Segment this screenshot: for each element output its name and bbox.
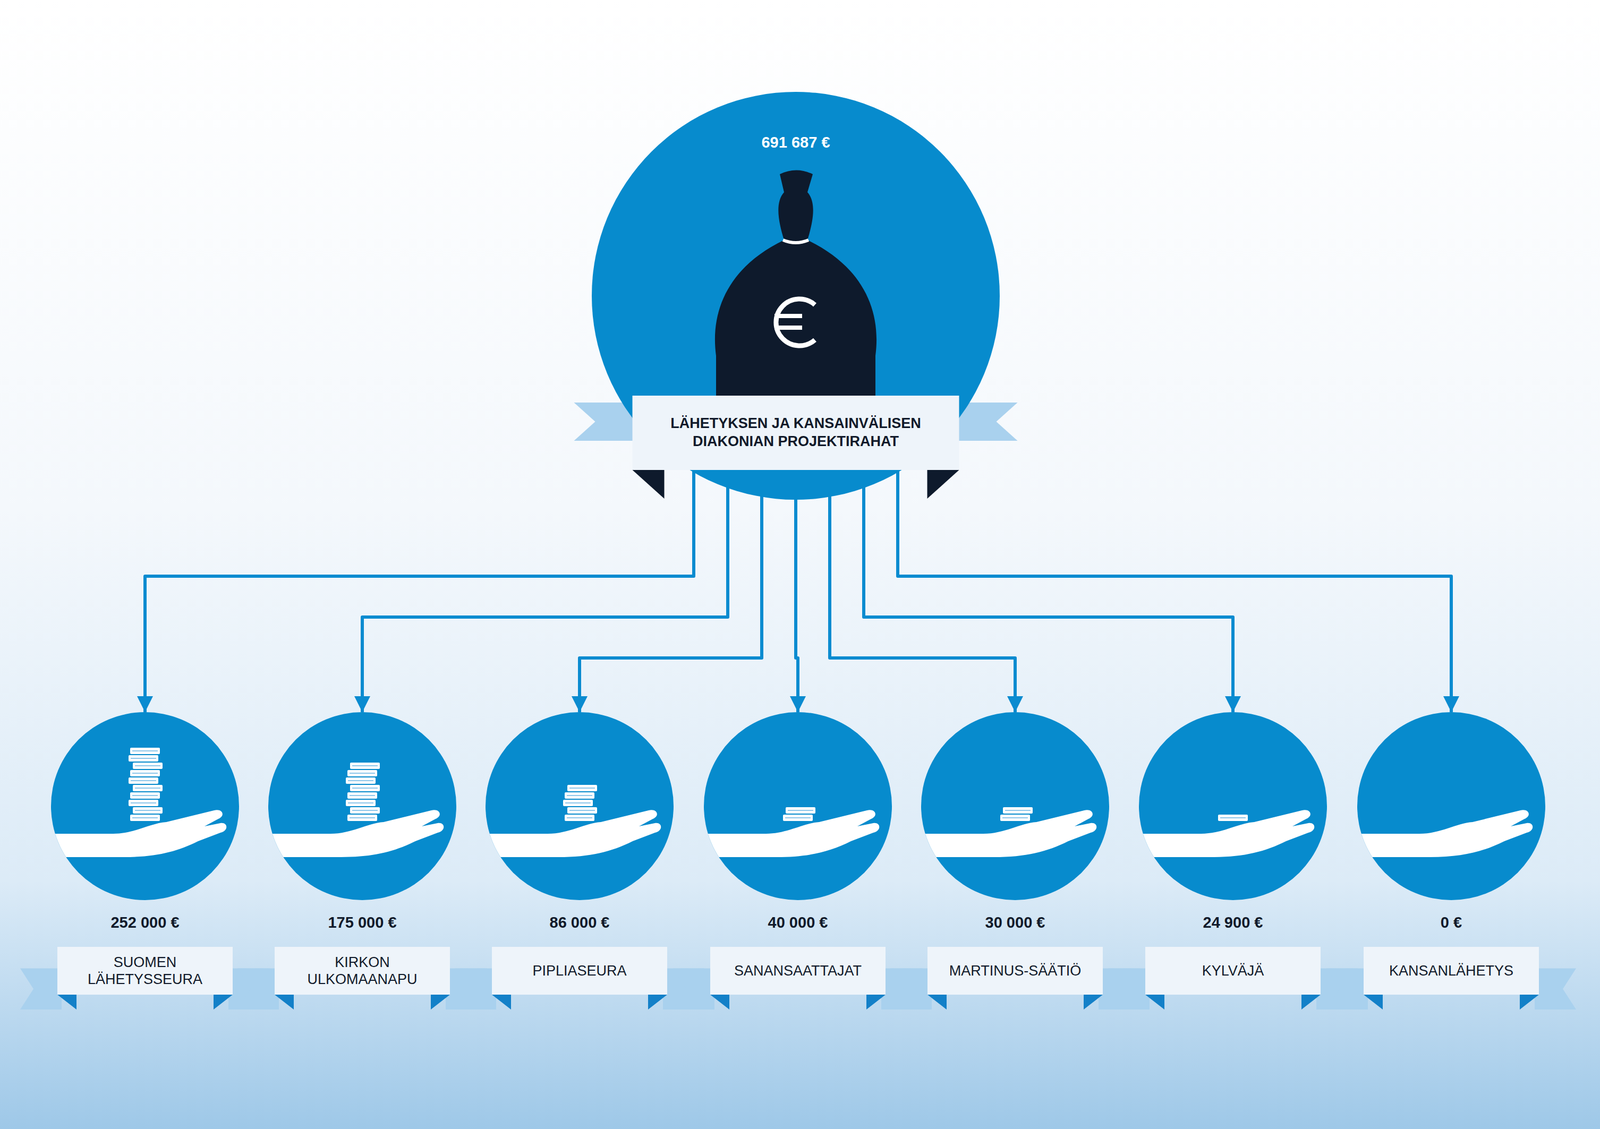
hand [1169,810,1315,858]
hand [515,810,661,858]
banner-text: KIRKON ULKOMAANAPU [290,954,434,989]
circle [268,712,457,901]
sleeve [256,833,302,858]
coin-stack [345,762,380,822]
name-banner: SUOMEN LÄHETYSSEURA [57,947,233,995]
amount-label: 175 000 € [327,914,397,932]
banner-text: KYLVÄJÄ [1202,962,1265,980]
name-banner: KANSANLÄHETYS [1363,947,1539,995]
name-banner: MARTINUS-SÄÄTIÖ [927,947,1103,995]
recipient-circle: 30 000 € MARTINUS-SÄÄTIÖ [908,712,1122,995]
circle [703,712,892,901]
circle [921,712,1110,901]
flow-arrow [863,470,1233,713]
recipient-circle: 0 € KANSANLÄHETYS [1345,712,1558,995]
banner-text: SANANSAATTAJAT [734,962,862,980]
coin-stack [1218,814,1248,822]
sleeve [908,833,955,858]
amount-label: 691 687 € [761,133,830,152]
name-banner: KYLVÄJÄ [1145,947,1321,995]
banner-text: KANSANLÄHETYS [1389,962,1514,980]
amount-label: 0 € [1440,914,1462,932]
flow-arrow [897,470,1452,713]
circle [591,91,1000,500]
coin-stack [1000,807,1033,822]
flow-arrow [829,470,1016,713]
sleeve [473,833,519,858]
amount-label: 24 900 € [1203,914,1264,932]
hand [951,810,1097,858]
amount-label: 40 000 € [768,914,829,932]
flow-arrow [795,470,798,713]
hand [734,810,880,858]
coin-stack [128,747,163,822]
source-circle: 691 687 € LÄHETYKSEN JA KANSAINVÄLISEN DI… [583,90,1009,471]
hand [298,810,444,858]
flow-arrow [362,470,728,713]
flow-arrow [145,470,694,713]
coin-stack [563,785,598,822]
sleeve [1126,833,1172,858]
name-banner: KIRKON ULKOMAANAPU [274,947,450,995]
banner-text: PIPLIASEURA [532,962,627,980]
circle [1357,712,1546,901]
recipient-circle: 86 000 € PIPLIASEURA [473,712,686,995]
banner-text: SUOMEN LÄHETYSSEURA [73,954,217,989]
sleeve [38,833,84,858]
hand [81,810,227,858]
recipient-circle: 40 000 € SANANSAATTAJAT [691,712,905,995]
name-banner: PIPLIASEURA [491,947,668,995]
hand [1387,810,1533,858]
bag-tie [783,240,809,243]
amount-label: 252 000 € [110,914,180,932]
recipient-circle: 175 000 € KIRKON ULKOMAANAPU [256,712,469,995]
amount-label: 30 000 € [985,914,1046,932]
sleeve [691,833,737,858]
circle [485,712,674,901]
banner-text: LÄHETYKSEN JA KANSAINVÄLISEN DIAKONIAN P… [650,414,942,451]
banner-text: MARTINUS-SÄÄTIÖ [949,962,1082,980]
name-banner: LÄHETYKSEN JA KANSAINVÄLISEN DIAKONIAN P… [632,395,960,471]
euro-symbol [774,299,815,346]
recipient-circle: 24 900 € KYLVÄJÄ [1126,712,1340,995]
amount-label: 86 000 € [549,914,610,932]
money-bag [715,170,877,410]
sleeve [1345,833,1391,858]
circle [50,712,240,901]
recipient-circle: 252 000 € SUOMEN LÄHETYSSEURA [38,712,252,995]
name-banner: SANANSAATTAJAT [710,947,886,995]
coin-stack [783,807,816,822]
circle [1138,712,1327,901]
flow-arrow [579,470,762,713]
